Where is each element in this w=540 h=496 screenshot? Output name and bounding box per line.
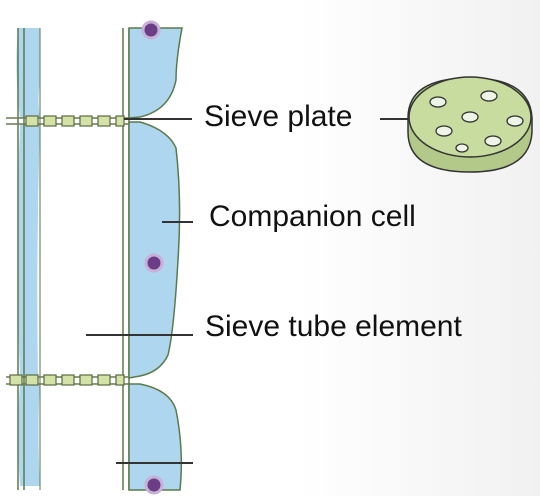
nucleus-bottom [144,475,164,495]
companion-cytoplasm-upper [128,27,183,119]
sieve-pore [25,374,39,386]
sieve-plate-hole [484,135,502,147]
left-tube-cytoplasm-upper [16,28,40,118]
sieve-plate-hole [435,125,453,137]
sieve-pore [43,115,57,127]
sieve-plate-hole [455,143,469,153]
sieve-pore [115,374,125,386]
sieve-plate-upper [6,115,129,127]
label-sieve-plate: Sieve plate [204,100,353,133]
sieve-pore [79,374,93,386]
sieve-pore [97,374,111,386]
nucleus-top [141,20,161,40]
sieve-plate-face-view [407,76,533,173]
sieve-pore [97,115,111,127]
companion-cell [128,20,183,495]
label-companion-cell: Companion cell [209,200,416,233]
companion-cytoplasm-main [128,121,181,379]
sieve-pore [61,115,75,127]
sieve-pore [115,115,125,127]
sieve-plate-lower [6,374,129,386]
sieve-pore [79,115,93,127]
sieve-plate-hole [480,90,498,102]
leader-lines [86,118,428,464]
sieve-plate-hole [506,115,524,127]
sieve-pore [9,374,23,386]
sieve-plate-hole [461,111,479,123]
sieve-plate-hole [429,96,447,108]
sieve-pore [25,115,39,127]
left-tube-cytoplasm-middle [17,124,40,378]
left-tube-cytoplasm-lower [18,384,40,486]
companion-cytoplasm-lower [128,383,183,491]
central-sieve-tube [39,28,130,490]
sieve-pore [43,374,57,386]
label-sieve-tube-element: Sieve tube element [205,310,462,343]
nucleus-middle [144,253,164,273]
sieve-pore [61,374,75,386]
left-sieve-tube-column [16,28,40,490]
